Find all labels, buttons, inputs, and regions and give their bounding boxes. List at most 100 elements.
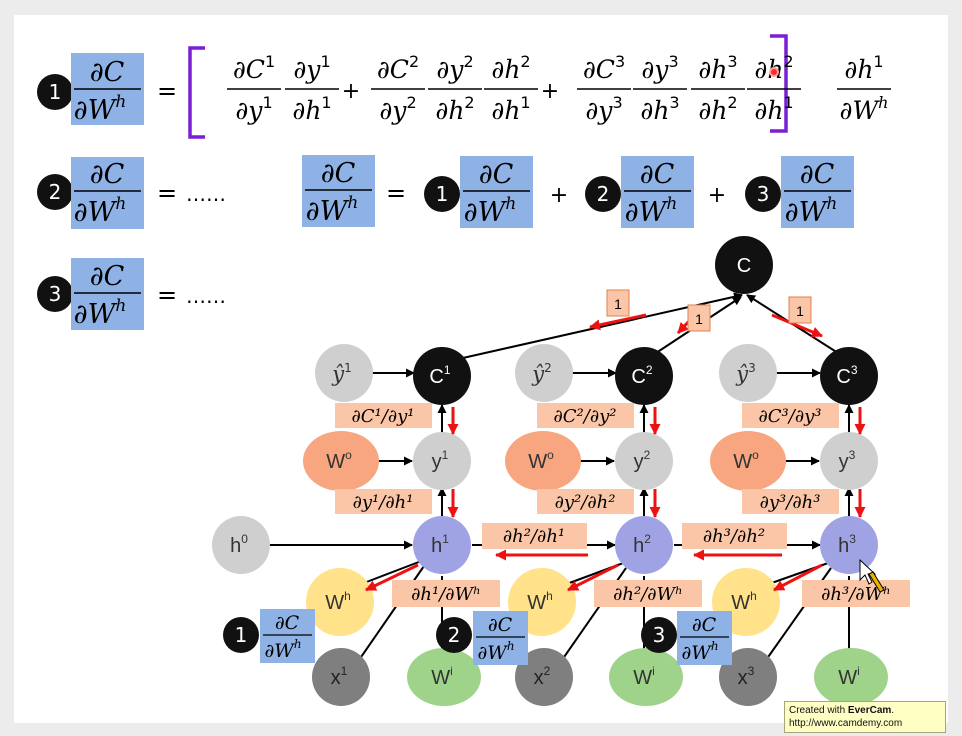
node-Wi2 xyxy=(609,648,683,706)
weight-box-1 xyxy=(606,289,630,317)
bottom-frac-2-den: ∂Wh xyxy=(477,639,514,664)
bottom-frac-3-den: ∂Wh xyxy=(681,639,718,664)
node-yhat3-label: ŷ3 xyxy=(735,361,756,386)
node-Wh1 xyxy=(306,568,374,636)
node-y1-label: y1 xyxy=(432,448,449,473)
node-x1 xyxy=(312,648,370,706)
edge-Wh1-h1 xyxy=(363,559,425,584)
node-y2-label: y2 xyxy=(634,448,651,473)
node-y1 xyxy=(413,432,471,490)
slide: 1 ∂C ∂Wh = ∂C1∂y1∂y1∂h1∂C2∂y2∂y2∂h2∂h2∂h… xyxy=(14,15,948,733)
node-Wo1-label: Wo xyxy=(326,448,352,473)
node-Wi3-label: Wi xyxy=(838,664,860,689)
badge-1-label: 1 xyxy=(49,80,62,104)
sum-term1-highlight xyxy=(460,156,533,228)
badge-2 xyxy=(37,174,73,210)
node-x3 xyxy=(719,648,777,706)
node-x2 xyxy=(515,648,573,706)
weight-box-2 xyxy=(687,304,711,332)
node-C2 xyxy=(615,347,673,405)
node-h0-label: h0 xyxy=(230,532,248,557)
pen-dot xyxy=(769,67,779,77)
equation-2: 2 ∂C ∂Wh = …… xyxy=(37,157,226,229)
weight-box-3 xyxy=(788,296,812,324)
graph-nodes: C C1 C2 C3 ŷ1 ŷ2 ŷ3 Wo Wo Wo y1 y2 y3 h0… xyxy=(212,236,888,706)
backprop-diagram: 1 ∂C ∂Wh = ∂C1∂y1∂y1∂h1∂C2∂y2∂y2∂h2∂h2∂h… xyxy=(37,34,910,706)
bottom-badge-2-label: 2 xyxy=(448,623,461,647)
sum-lhs-highlight xyxy=(302,155,375,227)
node-Wo2 xyxy=(505,431,581,491)
node-yhat1 xyxy=(315,344,373,402)
label-dh3dWh-box xyxy=(802,580,910,607)
node-Wi3 xyxy=(814,648,888,706)
node-Wo3-label: Wo xyxy=(733,448,759,473)
sum-badge-3 xyxy=(745,176,781,212)
label-dh2dh1-box xyxy=(482,523,587,549)
node-C3 xyxy=(820,347,878,405)
eq3-lhs-denominator: ∂Wh xyxy=(74,296,127,330)
label-dC1dy1-box xyxy=(335,403,432,428)
label-dh2dh1: ∂h²/∂h¹ xyxy=(503,526,565,547)
badge-3 xyxy=(37,276,73,312)
node-Wh2-label: Wh xyxy=(527,589,553,614)
pen-cursor-icon xyxy=(859,558,885,593)
node-x3-label: x3 xyxy=(738,664,755,689)
label-dh2dWh-box xyxy=(594,580,702,607)
badge-1 xyxy=(37,74,73,110)
label-dC1dy1: ∂C¹/∂y¹ xyxy=(351,406,414,427)
bottom-frac-1-bg xyxy=(260,609,315,663)
eq3-ellipsis: …… xyxy=(186,284,226,308)
label-dh3dh2: ∂h³/∂h² xyxy=(703,526,765,547)
sum-equation: ∂C ∂Wh = 1 ∂C ∂Wh + 2 ∂C ∂Wh + 3 ∂C ∂Wh xyxy=(302,155,854,228)
sum-badge-2 xyxy=(585,176,621,212)
evercam-watermark: Created with EverCam. http://www.camdemy… xyxy=(784,701,946,733)
bottom-frac-2-num: ∂C xyxy=(488,614,513,636)
sum-plus-1: + xyxy=(550,183,568,208)
node-yhat2-label: ŷ2 xyxy=(531,361,552,386)
t3-fraction-3-denominator: ∂h2 xyxy=(698,93,737,125)
bottom-frac-1-den: ∂Wh xyxy=(264,637,301,662)
bottom-frac-3-num: ∂C xyxy=(692,614,717,636)
node-C1 xyxy=(413,347,471,405)
eq3-lhs-highlight xyxy=(71,258,144,330)
red-arrow-h1-Wh1 xyxy=(365,563,419,592)
t2-fraction-2-numerator: ∂y2 xyxy=(436,52,473,84)
label-dy3dh3-box xyxy=(742,489,839,514)
bottom-badge-3 xyxy=(641,617,677,653)
t3-fraction-1-numerator: ∂C3 xyxy=(583,52,625,84)
red-arrow-h3-Wh3 xyxy=(773,563,823,592)
t2-fraction-3-denominator: ∂h1 xyxy=(491,93,530,125)
node-Wh3-label: Wh xyxy=(731,589,757,614)
weight-box-3-label: 1 xyxy=(796,303,804,319)
t3-fraction-2-numerator: ∂y3 xyxy=(641,52,678,84)
label-dh3dh2-box xyxy=(682,523,787,549)
backprop-arrows xyxy=(365,305,866,592)
node-h2-label: h2 xyxy=(633,532,651,557)
t3-fraction-4-denominator: ∂h1 xyxy=(754,93,793,125)
node-h1-label: h1 xyxy=(431,532,449,557)
sum-term3-denominator: ∂Wh xyxy=(785,194,838,228)
t2-fraction-1-numerator: ∂C2 xyxy=(377,52,419,84)
equation-3: 3 ∂C ∂Wh = …… xyxy=(37,258,226,330)
red-arrow-C-C1 xyxy=(589,313,647,331)
weight-box-2-label: 1 xyxy=(695,311,703,327)
label-dy3dh3: ∂y³/∂h³ xyxy=(760,492,821,513)
node-h3 xyxy=(820,516,878,574)
node-x2-label: x2 xyxy=(534,664,551,689)
node-Wo3 xyxy=(710,431,786,491)
sum-badge-1-label: 1 xyxy=(436,182,449,206)
sum-term2-denominator: ∂Wh xyxy=(625,194,678,228)
sum-term2-highlight xyxy=(621,156,694,228)
node-Wo2-label: Wo xyxy=(528,448,554,473)
node-h2 xyxy=(615,516,673,574)
eq2-lhs-highlight xyxy=(71,157,144,229)
sum-term1-denominator: ∂Wh xyxy=(464,194,517,228)
bottom-badge-1-label: 1 xyxy=(235,623,248,647)
label-dy1dh1: ∂y¹/∂h¹ xyxy=(353,492,414,513)
right-bracket xyxy=(770,34,788,133)
t1-fraction-1-numerator: ∂C1 xyxy=(233,52,275,84)
sum-term3-numerator: ∂C xyxy=(800,159,835,190)
sum-plus-2: + xyxy=(708,183,726,208)
eq3-equals: = xyxy=(157,281,177,309)
eq3-lhs-numerator: ∂C xyxy=(90,261,125,292)
